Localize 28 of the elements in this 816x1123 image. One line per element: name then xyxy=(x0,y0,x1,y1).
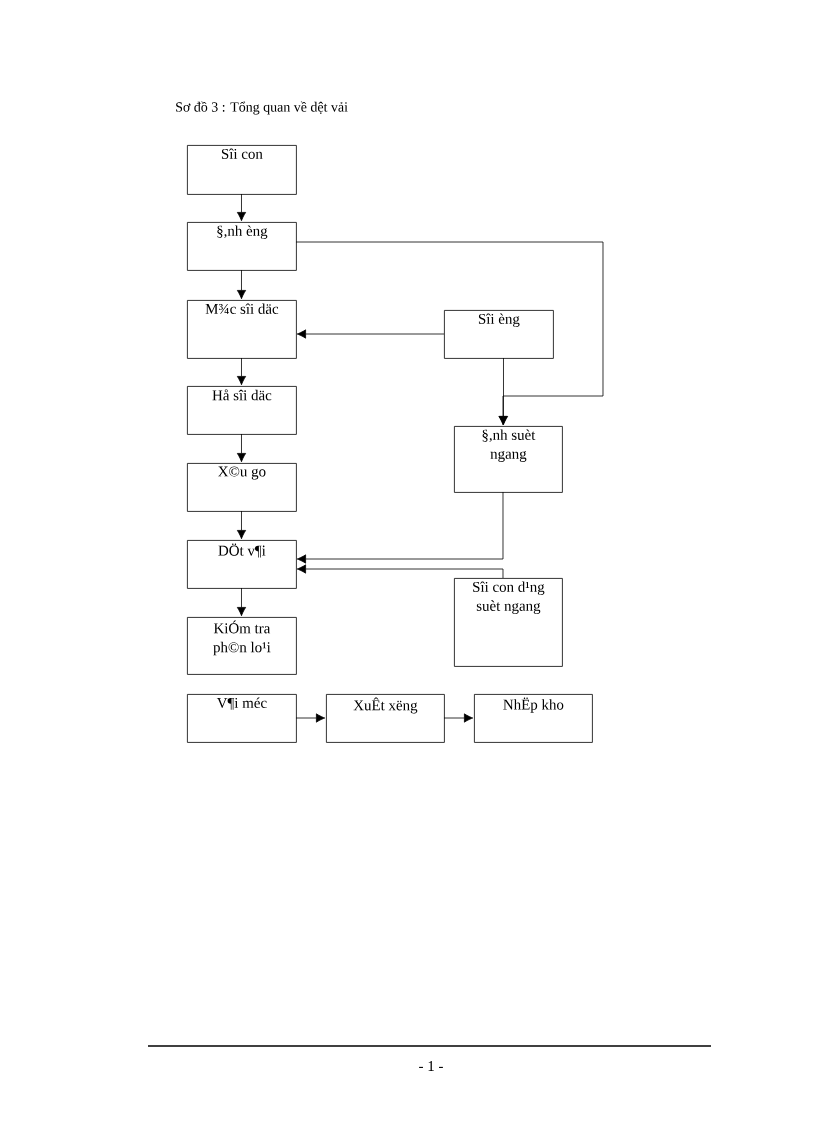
arrow xyxy=(295,713,326,723)
arrow xyxy=(236,587,247,617)
process-box: §,nh èng xyxy=(187,222,297,271)
process-box: M¾c sîi däc xyxy=(187,300,297,359)
arrow xyxy=(236,193,247,222)
arrow xyxy=(295,241,604,426)
process-box: X©u go xyxy=(187,463,297,512)
process-box: XuÊt xëng xyxy=(326,694,445,743)
process-box: Hå sîi däc xyxy=(187,386,297,435)
arrow xyxy=(236,433,247,463)
process-box: NhËp kho xyxy=(474,694,593,743)
arrow xyxy=(296,329,445,339)
process-box: Sîi con d¹ng suèt ngang xyxy=(454,578,563,667)
process-box: Sîi con xyxy=(187,145,297,195)
arrow xyxy=(498,357,509,426)
process-box: KiÓm tra ph©n lo¹i xyxy=(187,617,297,675)
arrow xyxy=(296,491,504,564)
process-box: Sîi èng xyxy=(444,310,554,359)
arrow xyxy=(236,510,247,540)
process-box: DÖt v¶i xyxy=(187,540,297,589)
process-box: V¶i méc xyxy=(187,694,297,743)
arrow xyxy=(296,564,504,579)
process-box: §,nh suèt ngang xyxy=(454,426,563,493)
page-number: - 1 - xyxy=(419,1061,443,1071)
title: Sơ đồ 3 : Tổng quan về dệt vải xyxy=(176,101,348,115)
arrow xyxy=(443,713,474,723)
arrow xyxy=(236,269,247,300)
arrow xyxy=(236,357,247,386)
